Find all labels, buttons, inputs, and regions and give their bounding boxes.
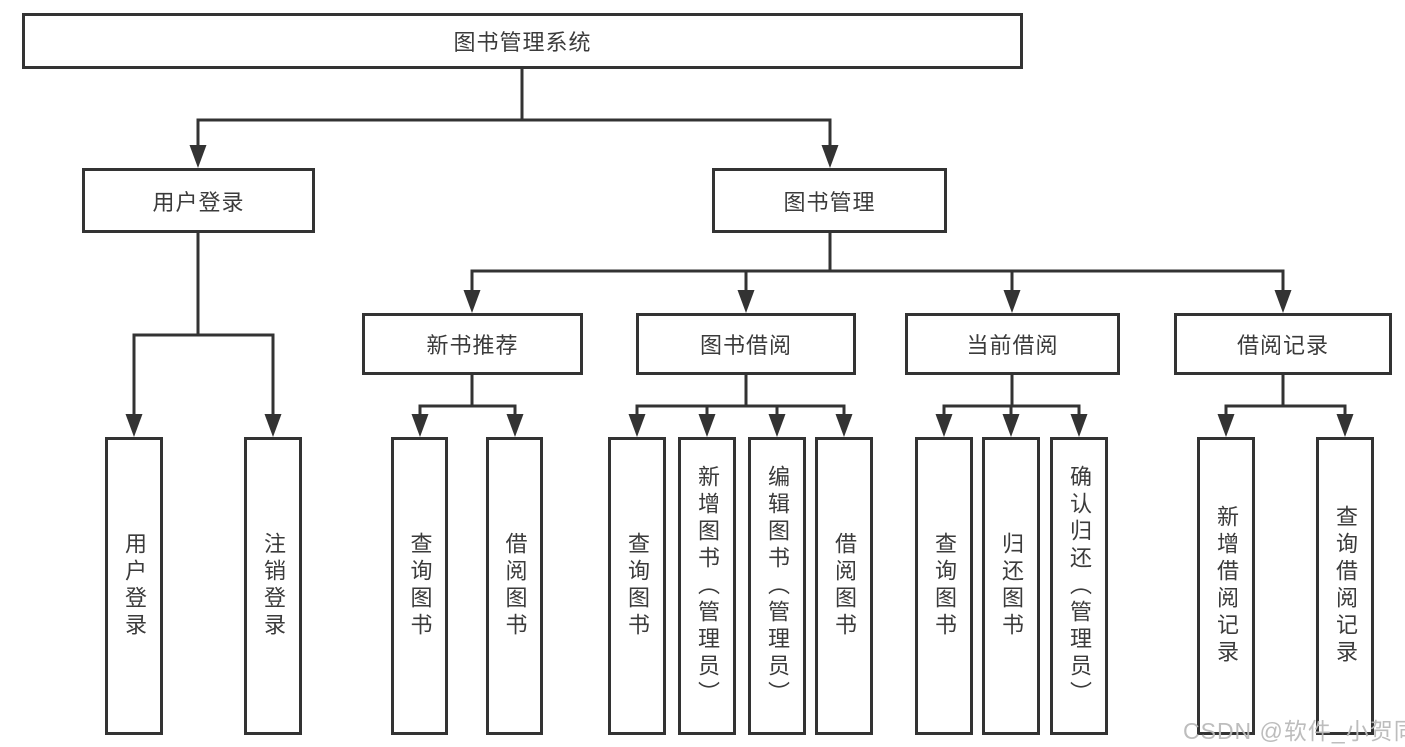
node-root-system: 图书管理系统 bbox=[22, 13, 1023, 69]
node-book-management: 图书管理 bbox=[712, 168, 947, 233]
leaf-recommend-borrow-books-label: 借阅图书 bbox=[502, 532, 528, 640]
leaf-borrowing-borrow-books: 借阅图书 bbox=[815, 437, 873, 735]
leaf-borrowing-borrow-books-label: 借阅图书 bbox=[832, 532, 857, 640]
leaf-records-query-borrow-record: 查询借阅记录 bbox=[1316, 437, 1374, 735]
leaf-recommend-borrow-books: 借阅图书 bbox=[486, 437, 543, 735]
leaf-current-query-books-label: 查询图书 bbox=[932, 532, 957, 640]
node-current-borrowing-label: 当前借阅 bbox=[966, 333, 1059, 358]
leaf-borrowing-add-books-admin-label: 新增图书（管理员） bbox=[695, 464, 720, 708]
leaf-user-login-label: 用户登录 bbox=[122, 532, 147, 640]
leaf-current-confirm-return-admin-label: 确认归还（管理员） bbox=[1067, 464, 1092, 708]
node-new-book-recommend-label: 新书推荐 bbox=[426, 333, 519, 358]
node-book-management-label: 图书管理 bbox=[783, 189, 876, 215]
leaf-recommend-query-books: 查询图书 bbox=[391, 437, 448, 735]
leaf-current-query-books: 查询图书 bbox=[915, 437, 973, 735]
csdn-watermark: CSDN @软件_小贺同学 bbox=[1183, 718, 1405, 744]
leaf-logout: 注销登录 bbox=[244, 437, 302, 735]
node-user-login-label: 用户登录 bbox=[152, 189, 245, 215]
leaf-borrowing-add-books-admin: 新增图书（管理员） bbox=[678, 437, 736, 735]
leaf-borrowing-edit-books-admin-label: 编辑图书（管理员） bbox=[765, 464, 790, 708]
node-user-login: 用户登录 bbox=[82, 168, 315, 233]
leaf-logout-label: 注销登录 bbox=[261, 532, 286, 640]
leaf-user-login: 用户登录 bbox=[105, 437, 163, 735]
node-book-borrowing-label: 图书借阅 bbox=[699, 333, 792, 358]
node-current-borrowing: 当前借阅 bbox=[905, 313, 1120, 375]
leaf-records-add-borrow-record-label: 新增借阅记录 bbox=[1214, 505, 1239, 667]
node-borrow-records: 借阅记录 bbox=[1174, 313, 1392, 375]
leaf-records-query-borrow-record-label: 查询借阅记录 bbox=[1333, 505, 1358, 667]
leaf-recommend-query-books-label: 查询图书 bbox=[407, 532, 433, 640]
leaf-current-return-books-label: 归还图书 bbox=[999, 532, 1024, 640]
leaf-records-add-borrow-record: 新增借阅记录 bbox=[1197, 437, 1255, 735]
node-borrow-records-label: 借阅记录 bbox=[1236, 333, 1329, 358]
leaf-borrowing-query-books: 查询图书 bbox=[608, 437, 666, 735]
leaf-borrowing-query-books-label: 查询图书 bbox=[625, 532, 650, 640]
node-new-book-recommend: 新书推荐 bbox=[362, 313, 583, 375]
leaf-borrowing-edit-books-admin: 编辑图书（管理员） bbox=[748, 437, 806, 735]
node-root-label: 图书管理系统 bbox=[453, 30, 592, 55]
leaf-current-confirm-return-admin: 确认归还（管理员） bbox=[1050, 437, 1108, 735]
leaf-current-return-books: 归还图书 bbox=[982, 437, 1040, 735]
node-book-borrowing: 图书借阅 bbox=[636, 313, 856, 375]
